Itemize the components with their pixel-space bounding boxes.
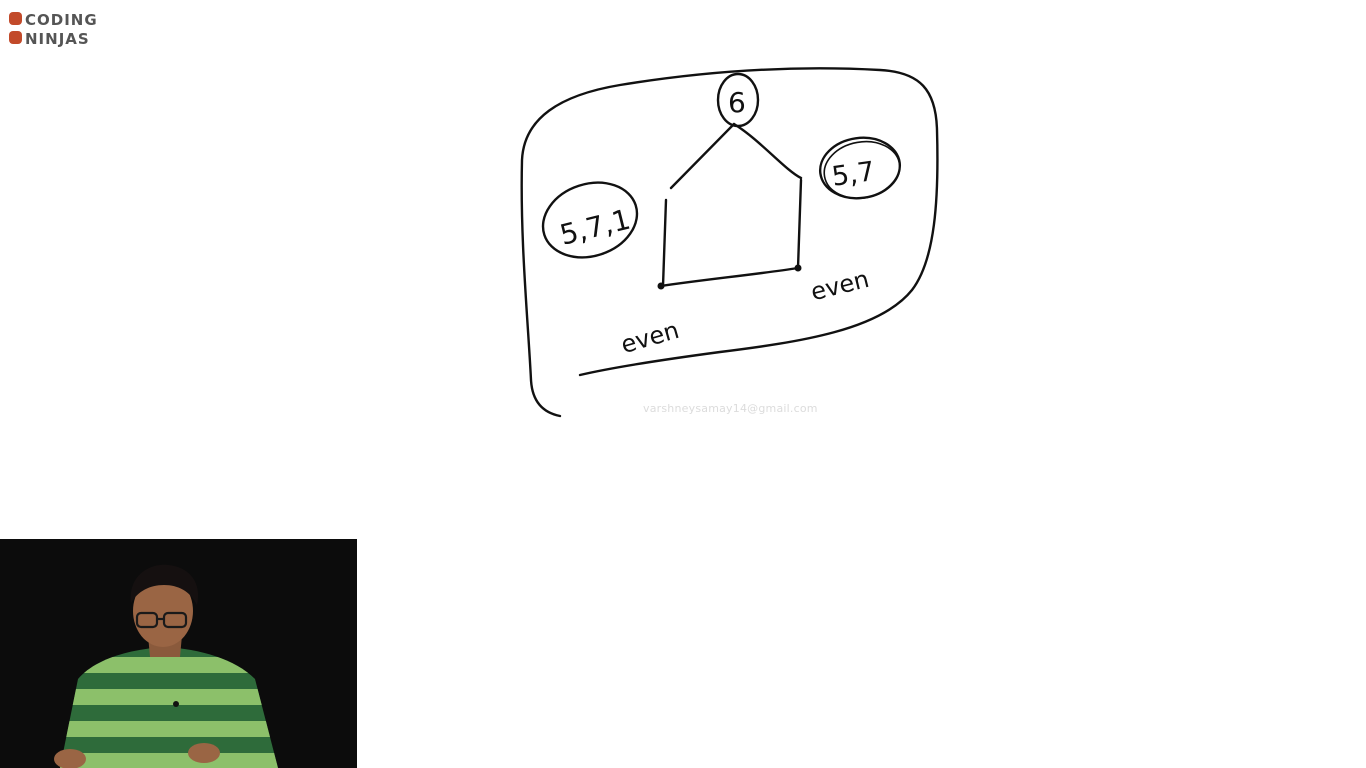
left-set-circle (541, 181, 639, 259)
logo-mark-bottom (9, 31, 22, 44)
right-bottom-node-dot (794, 264, 802, 272)
edge-top-left (669, 122, 736, 190)
lapel-mic-icon (173, 701, 179, 707)
watermark-email: varshneysamay14@gmail.com (643, 402, 818, 415)
edge-right-vertical (796, 178, 803, 270)
left-bottom-node-dot (657, 282, 665, 290)
right-set-circle-retrace (823, 140, 901, 200)
top-node-label: 6 (728, 86, 746, 119)
hair (130, 564, 199, 605)
right-hand (188, 743, 220, 763)
instructor-webcam (0, 539, 357, 768)
top-node-circle (716, 72, 760, 128)
edge-top-right (732, 122, 803, 180)
left-bottom-label: even (618, 316, 682, 359)
right-set-label: 5,7 (830, 156, 877, 193)
left-set-label: 5,7,1 (557, 203, 634, 252)
logo-mark-top (9, 12, 22, 25)
glasses-icon (135, 611, 188, 629)
coding-ninjas-logo: CODING NINJAS (9, 11, 98, 48)
instructor-video (0, 539, 357, 768)
logo-line2: NINJAS (25, 30, 90, 48)
instructor-face (133, 575, 193, 647)
enclosure-outline (520, 67, 939, 418)
edge-left-vertical (661, 198, 668, 288)
edge-bottom (659, 266, 800, 288)
logo-line1: CODING (25, 11, 98, 29)
right-bottom-label: even (808, 265, 872, 306)
left-hand (54, 749, 86, 768)
